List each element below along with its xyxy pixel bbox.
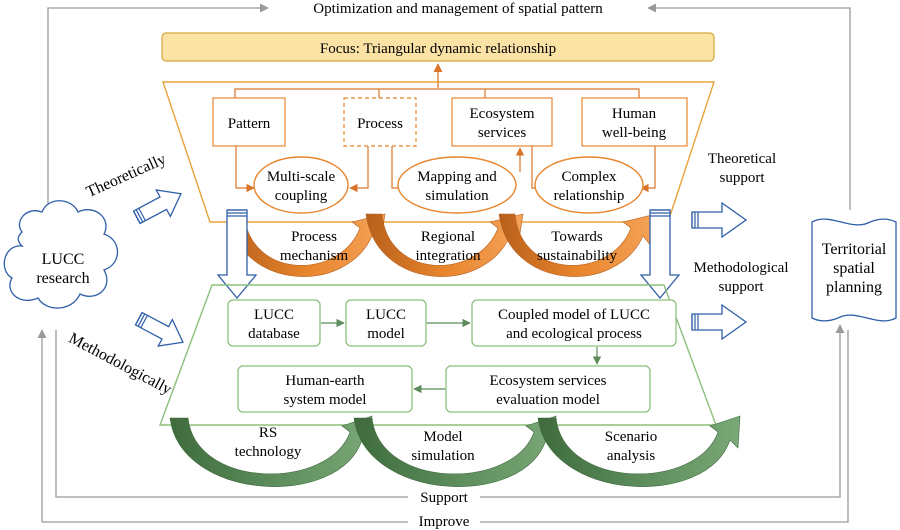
territorial-planning-scroll xyxy=(811,218,897,322)
box-pattern xyxy=(212,97,286,147)
box-lucc-database xyxy=(227,299,321,347)
support-label: Support xyxy=(420,490,468,506)
box-ecosystem-services xyxy=(451,97,553,147)
box-ecosystem-services-evaluation xyxy=(445,365,651,413)
lucc-research-cloud xyxy=(3,200,119,309)
box-process-label: Process xyxy=(357,116,403,132)
theory-bus xyxy=(234,88,640,98)
methodologically-label: Methodologically xyxy=(66,330,174,398)
box-process xyxy=(343,97,417,147)
top-label: Optimization and management of spatial p… xyxy=(313,1,603,17)
blue-down-arrow-stripes xyxy=(227,209,670,217)
box-coupled-model xyxy=(471,299,677,347)
top-feedback-arrows xyxy=(47,3,851,220)
box-human-well-being xyxy=(581,97,688,147)
theoretically-label: Theoretically xyxy=(84,151,169,201)
method-connectors xyxy=(321,318,602,394)
focus-box xyxy=(161,32,715,62)
ellipse-mapping-simulation xyxy=(397,156,517,214)
box-lucc-model xyxy=(345,299,427,347)
blue-down-arrows xyxy=(216,209,681,300)
blue-right-arrow-theoretical xyxy=(691,201,748,239)
box-pattern-label: Pattern xyxy=(228,116,271,132)
orange-curved-arrows xyxy=(227,213,657,277)
improve-label: Improve xyxy=(419,514,470,530)
ellipse-multi-scale-coupling xyxy=(253,156,349,214)
blue-diagonal-arrow-down xyxy=(134,311,184,347)
bottom-feedback-arrows xyxy=(37,324,849,523)
green-curved-arrows xyxy=(169,415,741,487)
blue-diagonal-arrow-up xyxy=(132,189,182,225)
blue-right-arrow-methodological xyxy=(691,303,748,341)
box-human-earth-system xyxy=(237,365,413,413)
focus-label: Focus: Triangular dynamic relationship xyxy=(320,41,556,57)
ellipse-complex-relationship xyxy=(534,156,644,214)
